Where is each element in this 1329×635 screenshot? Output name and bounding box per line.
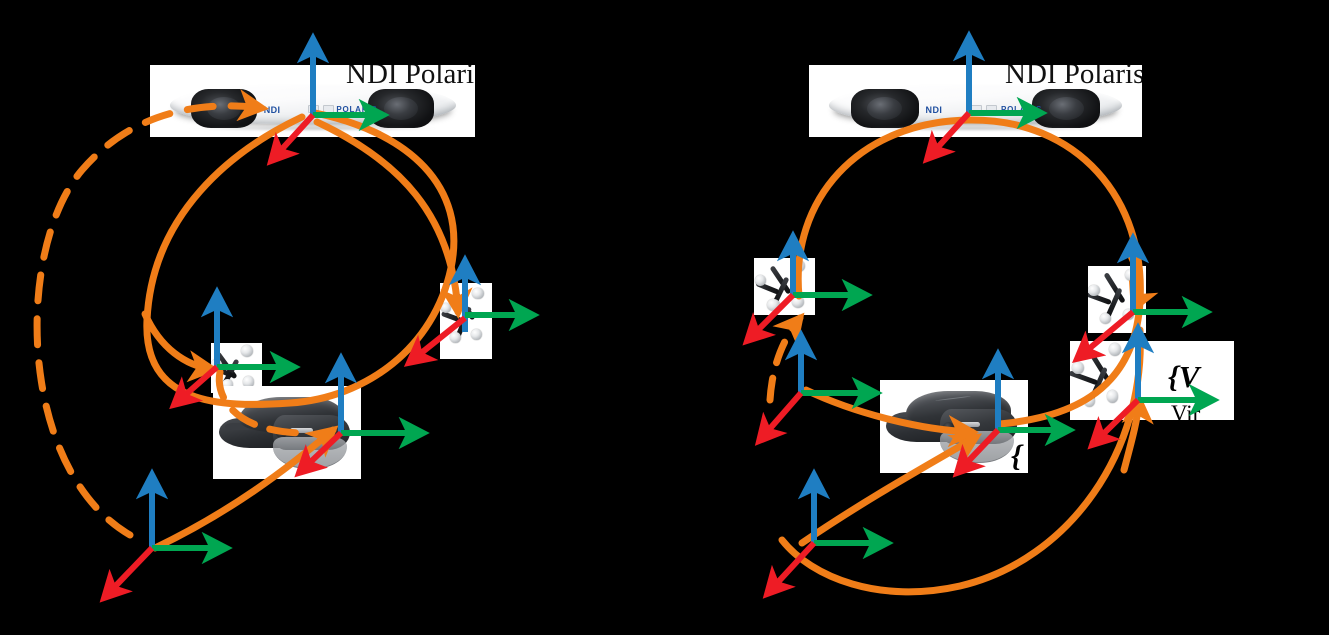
axis-x-red [952,427,1001,478]
tool-marker-sphere [221,379,234,391]
tool-marker-sphere [791,295,804,308]
transform-arc-dashed-right [766,312,805,404]
transform-arc-into-virtual-tool [1120,393,1154,474]
transform-arc-tool-to-headset-left [215,368,307,437]
ndi-polaris-label-left: NDI Polaris [346,65,475,90]
transform-arc-loop-bottom-right [778,326,1144,596]
ndi-polaris-plate-right: NDI POLARIS NDI Polaris [809,65,1142,137]
frame-world-origin-left [99,468,233,603]
tool-marker-sphere [1088,284,1100,297]
frame-tool-right-a2 [754,329,883,446]
frame-tool-left-b [403,254,540,367]
frame-headset-left [294,352,430,478]
transform-arc-tracker-to-tool-left [313,118,473,319]
transform-arc-tool-to-headset-right [802,386,979,448]
frame-tool-right-a [742,230,873,346]
tool-marker-sphere [1072,361,1084,375]
hololens-vent [289,427,313,434]
axis-x-red [762,540,817,599]
tool-marker-sphere [1099,312,1112,325]
axis-x-red [266,112,316,166]
axis-x-red [742,292,796,346]
frame-headset-right [952,348,1076,478]
axis-x-red [1072,309,1135,364]
tool-marker-sphere [240,345,253,357]
frame-label-headset: { [1011,438,1022,473]
polaris-drop-shadow [848,125,1103,131]
transform-arc-origin-to-headset-left [151,425,339,552]
frame-tool-right-c [1087,322,1220,450]
axis-x-red [922,110,972,164]
polaris-lens-left [850,88,919,128]
tool-marker-sphere [767,299,780,311]
transform-arc-main-right [794,116,1144,428]
axis-x-red [294,430,344,478]
frame-tool-left-a [169,286,301,410]
frame-world-origin-right [762,468,894,599]
tool-marker-sphere [754,275,767,287]
frame-tracker-right [922,30,1048,164]
polaris-brand-text: NDI [925,104,943,115]
polaris-drop-shadow [189,125,436,131]
polaris-model-text: POLARIS [336,104,378,114]
axis-x-red [403,315,467,367]
transform-arcs-left [33,89,473,552]
axis-x-red [169,364,219,410]
frame-tool-right-b [1072,232,1213,364]
tool-marker-sphere [450,331,462,344]
hololens-headband-pad [224,423,251,431]
transform-arc-main-left [143,109,458,408]
tool-marker-sphere [1109,342,1122,356]
axis-x-red [99,545,155,603]
transform-arc-into-left-tool [141,310,219,383]
transform-arc-dashed-left [33,89,269,539]
tool-marker-sphere [471,328,483,340]
polaris-brand-text: NDI [263,104,281,115]
axis-x-red [1087,397,1141,450]
frame-tracker-left [266,32,390,166]
transform-arc-origin-to-headset-right [798,433,983,547]
ndi-polaris-label-right: NDI Polaris [1005,65,1142,90]
axis-x-red [754,391,804,446]
tool-marker-sphere [242,376,255,388]
tool-marker-sphere [472,287,484,299]
tool-marker-sphere [1106,389,1119,403]
